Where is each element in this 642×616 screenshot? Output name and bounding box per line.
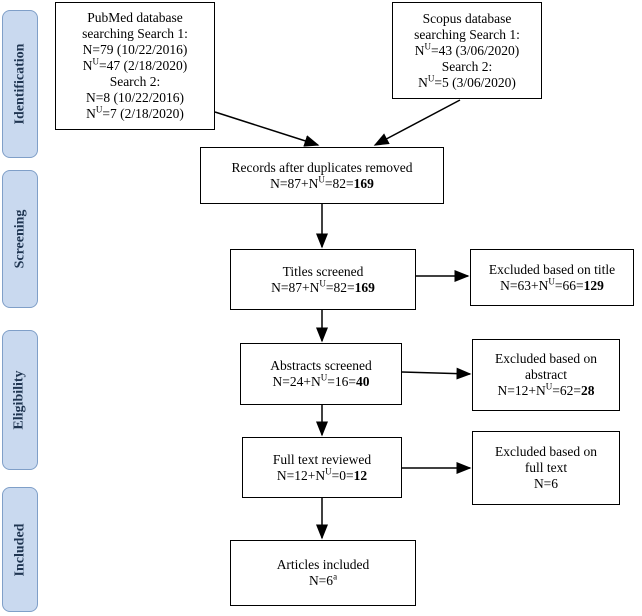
records-count: N=87+NU=82=169 [270, 174, 374, 191]
phase-included: Included [2, 487, 38, 612]
arrow-scopus-to-records [373, 99, 461, 146]
excluded-title-count: N=63+NU=66=129 [500, 276, 604, 293]
abstracts-count: N=24+NU=16=40 [272, 372, 370, 389]
included-title: Articles included [276, 557, 370, 572]
abstracts-title: Abstracts screened [270, 358, 372, 373]
excluded-abstract-line: abstract [525, 367, 567, 382]
excluded-fulltext-count: N=6 [533, 476, 559, 491]
phase-identification: Identification [2, 10, 38, 158]
phase-eligibility: Eligibility [2, 330, 38, 470]
pubmed-line: Search 2: [109, 74, 161, 89]
records-box: Records after duplicates removed N=87+NU… [200, 147, 444, 204]
excluded-title-heading: Excluded based on title [488, 261, 616, 277]
pubmed-line: PubMed database [87, 10, 183, 25]
fulltext-reviewed-box: Full text reviewed N=12+NU=0=12 [242, 437, 402, 498]
scopus-line: NU=43 (3/06/2020) [414, 41, 520, 58]
pubmed-line: N=8 (10/22/2016) [86, 90, 184, 105]
titles-count: N=87+NU=82=169 [271, 278, 375, 295]
pubmed-line: searching Search 1: [82, 26, 188, 41]
titles-title: Titles screened [282, 263, 364, 279]
pubmed-line: N=79 (10/22/2016) [82, 42, 188, 57]
excluded-abstract-box: Excluded based on abstract N=12+NU=62=28 [472, 339, 620, 411]
phase-screening: Screening [2, 170, 38, 308]
excluded-abstract-count: N=12+NU=62=28 [497, 381, 595, 398]
excluded-fulltext-line: full text [524, 460, 568, 475]
scopus-line: NU=5 (3/06/2020) [418, 73, 516, 90]
scopus-search-box: Scopus database searching Search 1: NU=4… [392, 2, 542, 99]
titles-screened-box: Titles screened N=87+NU=82=169 [230, 249, 416, 310]
scopus-line: Scopus database [422, 10, 512, 26]
abstracts-screened-box: Abstracts screened N=24+NU=16=40 [240, 343, 402, 405]
pubmed-line: NU=7 (2/18/2020) [86, 104, 184, 121]
arrow-abstracts-to-excluded [401, 367, 472, 380]
excluded-fulltext-box: Excluded based on full text N=6 [472, 431, 620, 505]
excluded-title-box: Excluded based on title N=63+NU=66=129 [470, 249, 634, 306]
fulltext-count: N=12+NU=0=12 [276, 466, 368, 483]
scopus-line: searching Search 1: [414, 26, 520, 42]
records-title: Records after duplicates removed [231, 159, 413, 175]
included-count: N=6a [308, 571, 338, 588]
articles-included-box: Articles included N=6a [230, 540, 416, 606]
excluded-fulltext-line: Excluded based on [495, 444, 597, 459]
arrow-pubmed-to-records [214, 111, 320, 147]
fulltext-title: Full text reviewed [272, 451, 372, 467]
excluded-abstract-line: Excluded based on [495, 351, 597, 366]
scopus-line: Search 2: [441, 58, 493, 74]
pubmed-search-box: PubMed database searching Search 1: N=79… [55, 2, 215, 130]
pubmed-line: NU=47 (2/18/2020) [82, 56, 188, 73]
